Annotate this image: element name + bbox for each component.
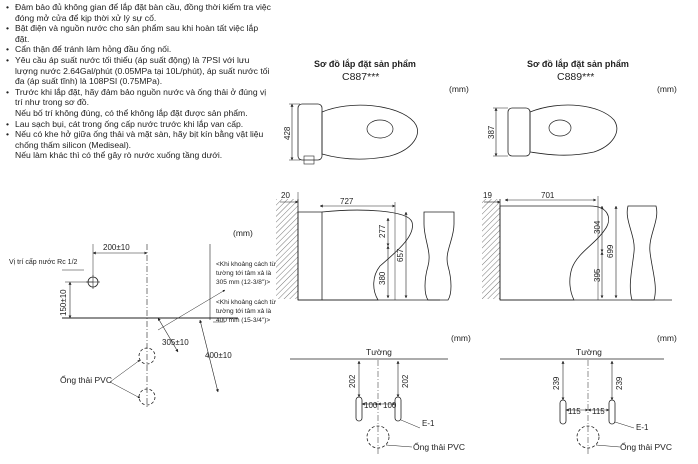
pvc-label-rough: Ống thải PVC <box>60 374 112 385</box>
c887-d202b: 202 <box>401 374 410 388</box>
note-text: Nếu có khe hở giữa ống thải và mặt sàn, … <box>15 129 264 150</box>
note-305-line2: tường tới tâm xả là <box>216 270 272 277</box>
c887-title: Sơ đồ lắp đặt sản phẩm <box>314 58 416 69</box>
c889-bolt-right <box>608 399 616 425</box>
note-item: Bật điện và nguồn nước cho sản phẩm sau … <box>6 23 274 44</box>
c887-diagrams: Sơ đồ lắp đặt sản phẩm C887*** (mm) 428 … <box>276 58 471 455</box>
c889-e1: E-1 <box>636 423 649 432</box>
c889-d115a: 115 <box>568 407 581 416</box>
note-305-line1: <Khi khoảng cách từ <box>216 261 276 268</box>
c887-d100a: 100 <box>364 401 378 410</box>
c889-floor-plan: Tường 239 239 115 115 E-1 Ống thải PVC <box>500 347 672 455</box>
c887-bolt-left <box>355 396 363 422</box>
c889-pvc: Ống thải PVC <box>620 441 672 452</box>
c887-h380: 380 <box>378 271 387 285</box>
c887-h277: 277 <box>378 224 387 238</box>
c889-h699: 699 <box>606 244 615 258</box>
note-item: Lau sạch bụi, cát trong ống cấp nước trư… <box>6 119 274 130</box>
c887-wall: Tường <box>366 347 392 357</box>
c889-title: Sơ đồ lắp đặt sản phẩm <box>527 58 629 69</box>
note-item: Đảm bảo đủ không gian để lắp đặt bàn cầu… <box>6 2 274 23</box>
c889-h395: 395 <box>593 268 602 282</box>
c889-top-h: 387 <box>487 125 496 139</box>
drain-400 <box>138 388 156 406</box>
c889-side-offset: 19 <box>483 191 492 200</box>
c889-side-w: 701 <box>541 191 555 200</box>
rough-in-plan: (mm) Vị trí cấp nước Rc 1/2 200±10 150±1… <box>9 228 276 407</box>
note-305-line3: 305 mm (12-3/8")> <box>216 279 270 286</box>
note-extra: Nếu làm khác thì có thể gây rò nước xuốn… <box>15 150 223 161</box>
dim-305: 305±10 <box>162 338 189 347</box>
note-400-line2: tường tới tâm xả là <box>216 308 272 315</box>
c887-top-h: 428 <box>283 126 292 140</box>
c889-d239a: 239 <box>552 376 561 390</box>
c889-wall: Tường <box>576 347 602 357</box>
c889-unit-top: (mm) <box>657 84 677 94</box>
c889-diagrams: Sơ đồ lắp đặt sản phẩm C889*** (mm) 387 … <box>482 58 677 455</box>
dim-150: 150±10 <box>59 289 68 316</box>
c887-side-offset: 20 <box>281 191 290 200</box>
c889-h304: 304 <box>593 220 602 234</box>
c887-h657: 657 <box>396 248 405 262</box>
c887-e1: E-1 <box>422 419 435 428</box>
installation-notes: Đảm bảo đủ không gian để lắp đặt bàn cầu… <box>6 2 274 161</box>
c887-pvc: Ống thải PVC <box>413 441 465 452</box>
c889-model: C889*** <box>557 71 594 83</box>
c889-d115b: 115 <box>592 407 605 416</box>
note-extra: Nếu bố trí không đúng, có thể không lắp … <box>15 107 248 118</box>
c887-floor-plan: Tường 202 202 100 100 E-1 Ống thải PVC <box>290 347 465 455</box>
note-item: Nếu có khe hở giữa ống thải và mặt sàn, … <box>6 129 274 161</box>
note-text: Đảm bảo đủ không gian để lắp đặt bàn cầu… <box>15 2 271 23</box>
c887-model: C887*** <box>342 71 379 83</box>
note-text: Bật điện và nguồn nước cho sản phẩm sau … <box>15 23 259 44</box>
c887-d100b: 100 <box>383 401 397 410</box>
rough-in-unit: (mm) <box>233 228 253 238</box>
note-text: Trước khi lắp đặt, hãy đảm bảo nguồn nướ… <box>15 86 267 108</box>
c887-side-view: 20 727 277 380 657 <box>276 191 455 301</box>
dim-400: 400±10 <box>205 351 232 360</box>
c889-bolt-left <box>559 399 567 425</box>
note-item: Yêu cầu áp suất nước tối thiểu (áp suất … <box>6 55 274 87</box>
note-text: Cẩn thận để tránh làm hỏng đầu ống nối. <box>15 44 172 55</box>
drain-305 <box>138 347 156 365</box>
note-text: Lau sạch bụi, cát trong ống cấp nước trư… <box>15 118 244 129</box>
note-item: Trước khi lắp đặt, hãy đảm bảo nguồn nướ… <box>6 87 274 119</box>
c887-unit-top: (mm) <box>449 84 469 94</box>
c887-top-view: 428 <box>283 103 418 165</box>
dim-200: 200±10 <box>103 243 130 252</box>
note-item: Cẩn thận để tránh làm hỏng đầu ống nối. <box>6 44 274 55</box>
c889-d239b: 239 <box>615 376 624 390</box>
c887-d202a: 202 <box>348 374 357 388</box>
c889-top-view: 387 <box>487 104 618 157</box>
c887-side-w: 727 <box>340 197 354 206</box>
note-400-line3: 400 mm (15-3/4")> <box>216 317 270 324</box>
c887-unit-floor: (mm) <box>451 333 471 343</box>
note-400-line1: <Khi khoảng cách từ <box>216 299 276 306</box>
c889-side-view: 19 701 304 395 699 <box>482 191 672 301</box>
c889-unit-floor: (mm) <box>657 333 677 343</box>
supply-label: Vị trí cấp nước Rc 1/2 <box>9 257 78 266</box>
note-text: Yêu cầu áp suất nước tối thiểu (áp suất … <box>15 54 270 87</box>
